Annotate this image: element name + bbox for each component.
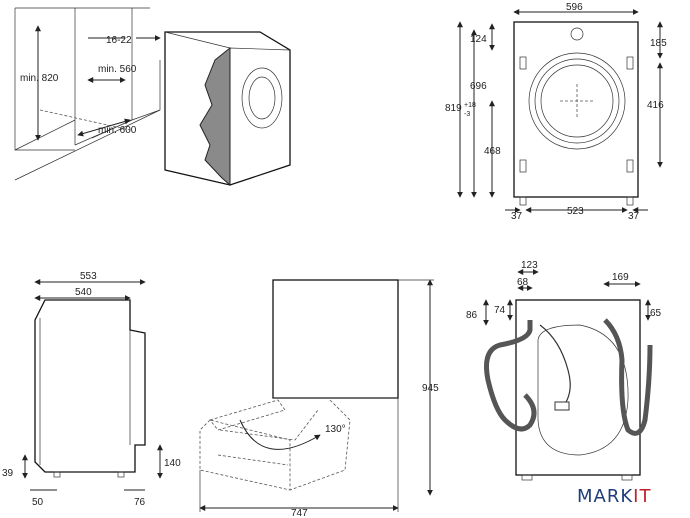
door-height-label: 945 xyxy=(422,383,439,394)
niche-width-label: min. 600 xyxy=(98,125,137,136)
side-foot-height-label: 39 xyxy=(2,468,14,479)
front-top-right-label: 185 xyxy=(650,38,667,49)
machine-perspective xyxy=(164,31,291,187)
rear-drain-offset-label: 68 xyxy=(517,277,529,288)
front-top-offset-label: 124 xyxy=(470,34,487,45)
panel-side-view: 553 540 39 140 50 76 xyxy=(2,271,181,508)
front-width-label: 596 xyxy=(566,2,583,13)
door-depth-label: 747 xyxy=(291,508,308,518)
front-drum-center-label: 416 xyxy=(647,100,664,111)
side-kick-height-label: 140 xyxy=(164,458,181,469)
niche-gap-label: 16-22 xyxy=(106,35,132,46)
door-cabinet xyxy=(272,279,399,399)
front-foot-left-label: 37 xyxy=(511,211,523,222)
panel-door-swing: 130° 945 747 xyxy=(199,279,439,518)
panel-front-view: 596 124 185 696 819 +18 -3 416 468 37 52… xyxy=(445,2,667,222)
front-tolerance-plus: +18 xyxy=(464,102,476,109)
front-lower-label: 468 xyxy=(484,146,501,157)
front-inner-width-label: 523 xyxy=(567,206,584,217)
front-mid-height-label: 696 xyxy=(470,81,487,92)
inlet-hose xyxy=(603,318,653,436)
rear-height-left-label: 86 xyxy=(466,310,478,321)
panel-installation-niche: 16-22 min. 560 min. 820 min. 600 xyxy=(14,7,291,187)
power-cable xyxy=(539,324,571,411)
brand-logo: MARKIT xyxy=(577,486,652,507)
niche-height-label: min. 820 xyxy=(20,73,59,84)
front-foot-right-label: 37 xyxy=(628,211,640,222)
rear-height-right-label: 65 xyxy=(650,308,662,319)
side-depth-total-label: 553 xyxy=(80,271,97,282)
rear-inlet-offset-label: 123 xyxy=(521,260,538,271)
panel-rear-view: 123 68 169 86 74 65 xyxy=(466,260,662,481)
niche-depth-label: min. 560 xyxy=(98,64,137,75)
front-total-height-label: 819 xyxy=(445,103,462,114)
door-angle-label: 130° xyxy=(325,424,346,435)
drain-hose xyxy=(484,320,537,432)
front-tolerance-minus: -3 xyxy=(464,111,470,118)
rear-height-inner-label: 74 xyxy=(494,305,506,316)
power-plug xyxy=(554,401,570,411)
rear-hose-right-label: 169 xyxy=(612,272,629,283)
front-knob xyxy=(570,27,584,41)
side-foot-offset-label: 50 xyxy=(32,497,44,508)
front-cabinet xyxy=(513,21,639,198)
side-depth-body-label: 540 xyxy=(75,287,92,298)
side-rear-offset-label: 76 xyxy=(134,497,146,508)
